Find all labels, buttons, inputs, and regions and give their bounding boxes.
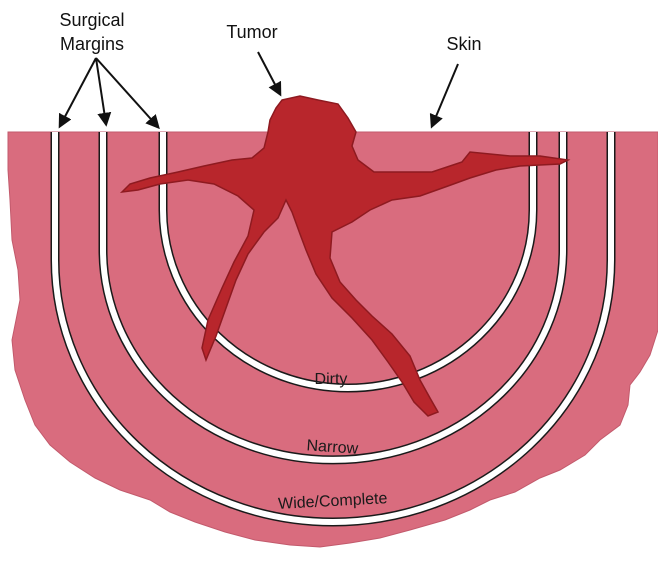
surgical-margins-arrows bbox=[60, 58, 158, 127]
skin-label: Skin bbox=[446, 34, 481, 54]
surgical-margins-label-line2: Margins bbox=[60, 34, 124, 54]
tumor-label: Tumor bbox=[226, 22, 277, 42]
tumor-arrow bbox=[258, 52, 280, 94]
surgical-margins-label-line1: Surgical bbox=[59, 10, 124, 30]
margin-narrow-label: Narrow bbox=[306, 437, 359, 458]
margin-dirty-label: Dirty bbox=[315, 371, 348, 388]
skin-arrow bbox=[432, 64, 458, 126]
